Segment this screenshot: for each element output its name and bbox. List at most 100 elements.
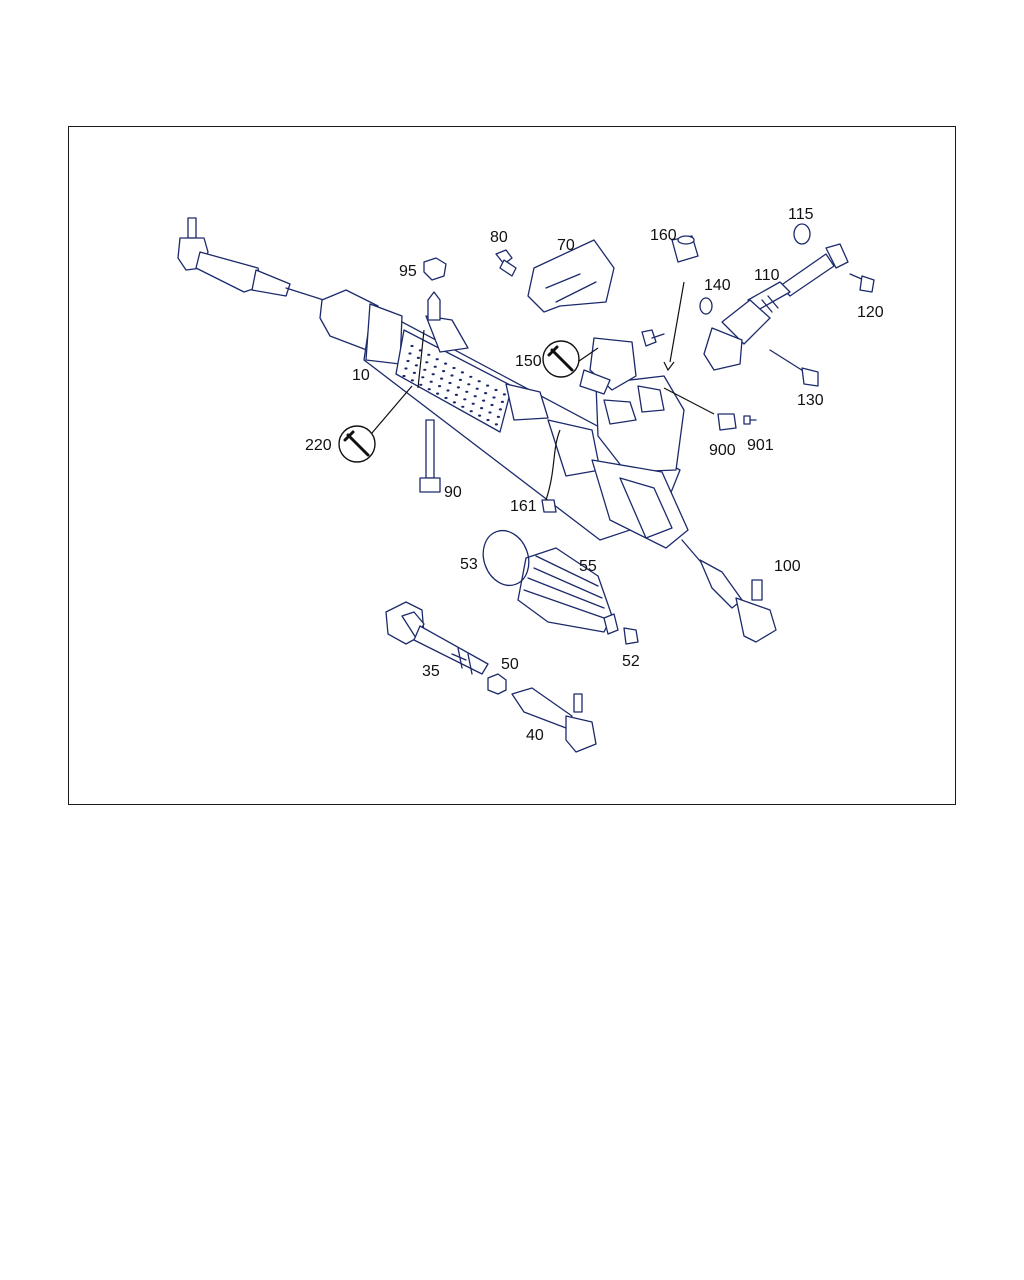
rib-dot	[498, 408, 502, 411]
label-52: 52	[622, 653, 640, 670]
bolt-120	[849, 273, 875, 293]
label-55: 55	[579, 558, 597, 575]
label-150: 150	[515, 353, 542, 370]
bellows-boot	[517, 547, 619, 635]
rib-dot	[477, 380, 481, 383]
steering-rack-housing	[319, 289, 689, 549]
rib-dot	[502, 393, 506, 396]
rib-dot	[480, 407, 484, 410]
nut-95	[423, 257, 447, 281]
label-130: 130	[797, 392, 824, 409]
label-53: 53	[460, 556, 478, 573]
rib-dot	[442, 370, 446, 373]
label-901: 901	[747, 437, 774, 454]
pin-901	[743, 415, 757, 425]
rib-dot	[444, 396, 448, 400]
rib-dot	[452, 366, 456, 370]
label-115: 115	[788, 206, 814, 223]
right-tie-rod-end	[681, 539, 777, 643]
leader-lines	[365, 281, 715, 501]
label-110: 110	[754, 267, 780, 284]
label-140: 140	[704, 277, 731, 294]
rib-dot	[490, 403, 494, 407]
bolt-80	[495, 249, 517, 277]
wrench-icon	[338, 425, 376, 463]
left-tie-rod-end	[177, 217, 331, 303]
rib-dot	[486, 418, 490, 422]
rib-dot	[461, 405, 465, 408]
rib-dot	[431, 373, 435, 376]
part-labels: 10 35 40 50 52 53 55 70 80 90 95 100 110…	[305, 206, 884, 744]
label-100: 100	[774, 558, 801, 575]
label-10: 10	[352, 367, 370, 384]
rib-dot	[408, 352, 412, 355]
label-50: 50	[501, 656, 519, 673]
washer-140	[699, 297, 713, 315]
bolt-161	[541, 499, 557, 513]
rib-dot	[473, 395, 477, 398]
rib-dot	[450, 374, 454, 377]
washer-115	[793, 223, 811, 245]
rib-dot	[404, 367, 408, 370]
rib-dot	[460, 371, 464, 374]
inner-tie-rod	[385, 601, 489, 675]
rib-dot	[429, 380, 433, 383]
rib-dot	[421, 376, 425, 379]
rib-dot	[436, 392, 440, 395]
label-70: 70	[557, 237, 575, 254]
sleeve	[671, 235, 699, 263]
rib-dot	[465, 390, 469, 393]
rib-dot	[410, 379, 414, 382]
rib-dot	[496, 415, 500, 418]
rib-dot	[482, 399, 486, 402]
bolt-130	[769, 349, 819, 387]
label-220: 220	[305, 437, 332, 454]
rib-dot	[471, 402, 475, 405]
rib-dot	[458, 378, 462, 381]
rib-dot	[425, 361, 429, 364]
wrench-icon	[542, 340, 580, 378]
rib-dot	[500, 400, 504, 403]
rib-dot	[416, 356, 420, 359]
rib-dot	[427, 353, 431, 356]
rib-dot	[423, 368, 427, 371]
tie-rod-end	[511, 687, 597, 753]
rack-ribbing	[402, 344, 506, 426]
rib-dot	[419, 383, 423, 386]
boot-clip	[623, 627, 639, 645]
label-160: 160	[650, 227, 677, 244]
boot-clamp	[482, 529, 530, 587]
rib-dot	[488, 411, 492, 414]
rib-dot	[448, 381, 452, 385]
label-900: 900	[709, 442, 736, 459]
rib-dot	[412, 371, 416, 374]
rib-dot	[454, 393, 458, 396]
rib-dot	[446, 389, 450, 392]
rib-dot	[427, 388, 431, 391]
diagram-frame	[68, 126, 956, 805]
connector-900	[717, 413, 737, 431]
rib-dot	[414, 364, 418, 367]
rib-dot	[469, 410, 473, 413]
rib-dot	[478, 414, 482, 417]
rib-dot	[406, 359, 410, 363]
rib-dot	[418, 349, 422, 352]
label-40: 40	[526, 727, 544, 744]
rib-dot	[486, 384, 490, 387]
rib-dot	[433, 365, 437, 368]
rib-dot	[452, 401, 456, 404]
rib-dot	[467, 383, 471, 386]
rib-dot	[402, 374, 406, 378]
cover-plate	[527, 239, 615, 313]
label-80: 80	[490, 229, 508, 246]
label-95: 95	[399, 263, 417, 280]
rib-dot	[469, 375, 473, 378]
label-161: 161	[510, 498, 537, 515]
bolt-90	[419, 419, 441, 493]
rib-dot	[475, 387, 479, 390]
rib-dot	[410, 344, 414, 348]
label-35: 35	[422, 663, 440, 680]
rib-dot	[440, 377, 444, 380]
intermediate-shaft	[703, 243, 849, 371]
